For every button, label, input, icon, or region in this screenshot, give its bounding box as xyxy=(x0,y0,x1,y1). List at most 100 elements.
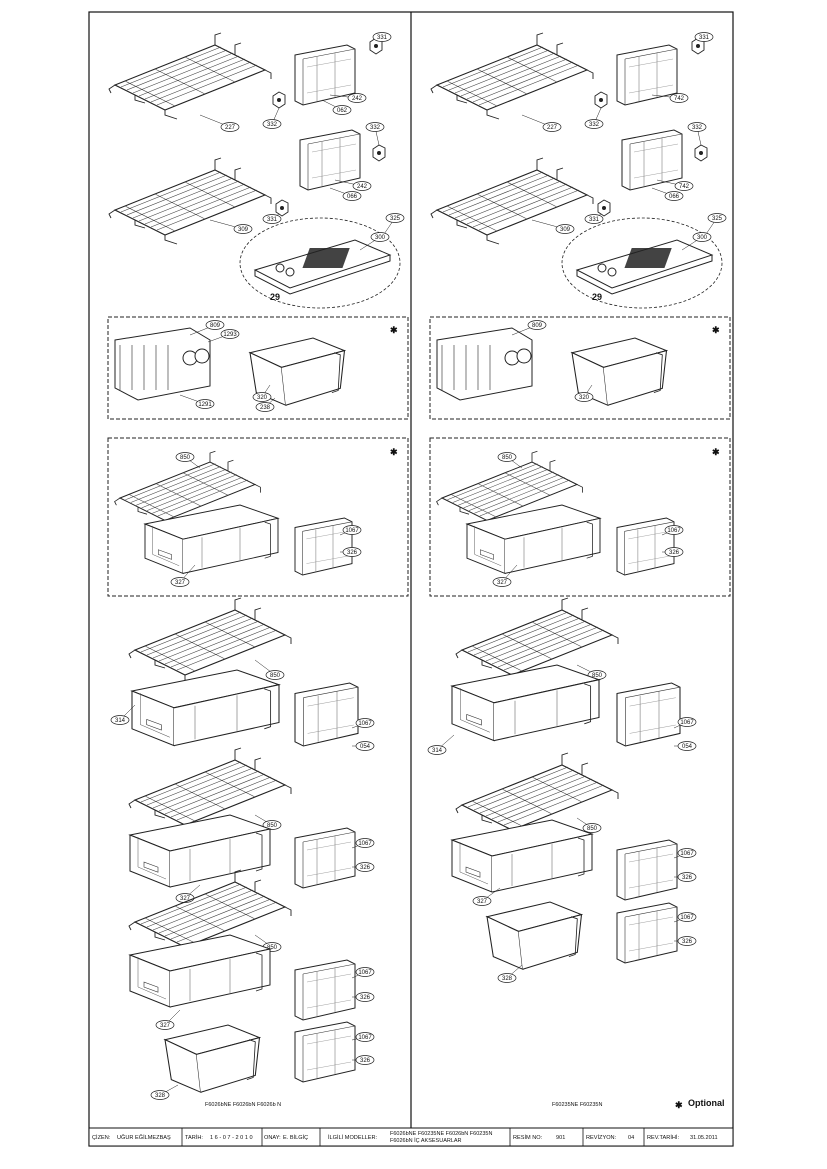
part-label-bubble xyxy=(677,848,697,858)
part-label-bubble xyxy=(355,718,375,728)
ice-maker-unit xyxy=(436,327,533,401)
drawer-front xyxy=(616,839,678,901)
part-label-bubble xyxy=(664,547,684,557)
part-number-knob: 29 xyxy=(270,292,280,302)
part-label-bubble xyxy=(220,329,240,339)
drawing-number-value: 901 xyxy=(556,1135,565,1141)
crisper-drawer xyxy=(131,669,280,747)
wire-rack xyxy=(128,597,292,685)
knob xyxy=(607,267,617,277)
optional-star-icon: ✱ xyxy=(390,325,398,335)
wire-rack xyxy=(108,32,272,120)
ice-maker-unit xyxy=(114,327,211,401)
part-label-bubble xyxy=(355,862,375,872)
part-number-bin2: 328 xyxy=(155,1093,166,1099)
crisper-drawer xyxy=(466,504,601,574)
part-label-bubble xyxy=(527,320,547,330)
part-label-bubble xyxy=(332,105,352,115)
part-label-bubble xyxy=(262,119,282,129)
optional-group-outline xyxy=(561,217,723,309)
part-label-bubble xyxy=(262,820,282,830)
part-label-bubble xyxy=(355,1055,375,1065)
part-number-front4: 1067 xyxy=(680,915,694,921)
revision-date-value: 31.05.2011 xyxy=(690,1135,718,1141)
part-number-front3: 1067 xyxy=(680,851,694,857)
part-label-bubble xyxy=(342,525,362,535)
optional-star-icon: ✱ xyxy=(675,1100,683,1110)
shelf-cover-panel xyxy=(294,44,356,106)
part-label-bubble xyxy=(355,967,375,977)
revision-date-label: REV.TARİHİ: xyxy=(647,1134,679,1141)
part-label-bubble xyxy=(542,122,562,132)
part-label-bubble xyxy=(355,992,375,1002)
drawer-front xyxy=(294,517,353,576)
clip xyxy=(272,91,286,109)
part-number-drawer2: 314 xyxy=(115,718,126,724)
knob xyxy=(597,263,607,273)
part-label-bubble xyxy=(110,715,130,725)
part-label-bubble xyxy=(342,191,362,201)
part-number-box1: 809 xyxy=(210,323,221,329)
approval-label: ONAY: xyxy=(264,1135,281,1141)
part-label-bubble xyxy=(385,213,405,223)
part-label-bubble xyxy=(677,717,697,727)
part-label-bubble xyxy=(497,973,517,983)
drawer-front xyxy=(294,1021,356,1083)
part-number-front2b: 054 xyxy=(360,744,371,750)
part-number-bin1: 320 xyxy=(579,395,590,401)
part-number-clip2: 332 xyxy=(589,122,600,128)
part-label-bubble xyxy=(170,577,190,587)
part-number-drawer4: 327 xyxy=(160,1023,171,1029)
part-label-bubble xyxy=(707,213,727,223)
date-value: 1 6 - 0 7 - 2 0 1 0 xyxy=(210,1135,253,1141)
shelf-cover-panel xyxy=(616,44,678,106)
part-number-rack4: 850 xyxy=(592,673,603,679)
part-number-shelf2b: 066 xyxy=(669,194,680,200)
part-label-bubble xyxy=(355,1032,375,1042)
drawing-number-label: RESİM NO: xyxy=(513,1134,543,1141)
part-number-drawer1: 327 xyxy=(497,580,508,586)
part-number-front4b: 326 xyxy=(682,939,693,945)
drawer-front xyxy=(616,682,681,747)
part-label-bubble xyxy=(674,181,694,191)
part-number-rack3: 850 xyxy=(502,455,513,461)
part-number-front2: 1067 xyxy=(358,721,372,727)
part-label-bubble xyxy=(677,936,697,946)
part-label-bubble xyxy=(205,320,225,330)
part-number-rack1: 227 xyxy=(225,125,236,131)
part-label-bubble xyxy=(492,577,512,587)
part-number-rack4: 850 xyxy=(270,673,281,679)
part-label-bubble xyxy=(677,741,697,751)
title-block: ÇİZEN: UĞUR EĞİLMEZBAŞ TARİH: 1 6 - 0 7 … xyxy=(88,1127,734,1147)
part-number-shelf1b: 062 xyxy=(337,108,348,114)
crisper-drawer xyxy=(451,819,593,893)
clip xyxy=(275,199,289,217)
knob xyxy=(285,267,295,277)
storage-bin xyxy=(164,1024,261,1093)
clip xyxy=(597,199,611,217)
clip xyxy=(694,144,708,162)
shelf-cover-panel xyxy=(621,129,683,191)
part-label-bubble xyxy=(255,402,275,412)
part-number-clip3: 332 xyxy=(370,125,381,131)
knob xyxy=(275,263,285,273)
wire-rack xyxy=(430,32,594,120)
shelf-cover-panel xyxy=(299,129,361,191)
part-label-bubble xyxy=(175,452,195,462)
part-number-box1: 809 xyxy=(532,323,543,329)
optional-box-2 xyxy=(429,437,731,597)
part-number-front5: 1067 xyxy=(358,1035,372,1041)
revision-value: 04 xyxy=(628,1135,634,1141)
part-label-bubble xyxy=(664,525,684,535)
part-number-rack2: 309 xyxy=(238,227,249,233)
part-number-front3: 1067 xyxy=(358,841,372,847)
drawer-front xyxy=(616,517,675,576)
part-label-bubble xyxy=(677,872,697,882)
part-label-bubble xyxy=(352,181,372,191)
part-number-clip1: 331 xyxy=(699,35,710,41)
clip xyxy=(594,91,608,109)
ice-tray-edge xyxy=(576,255,713,295)
optional-box-2 xyxy=(107,437,409,597)
part-label-bubble xyxy=(195,399,215,409)
